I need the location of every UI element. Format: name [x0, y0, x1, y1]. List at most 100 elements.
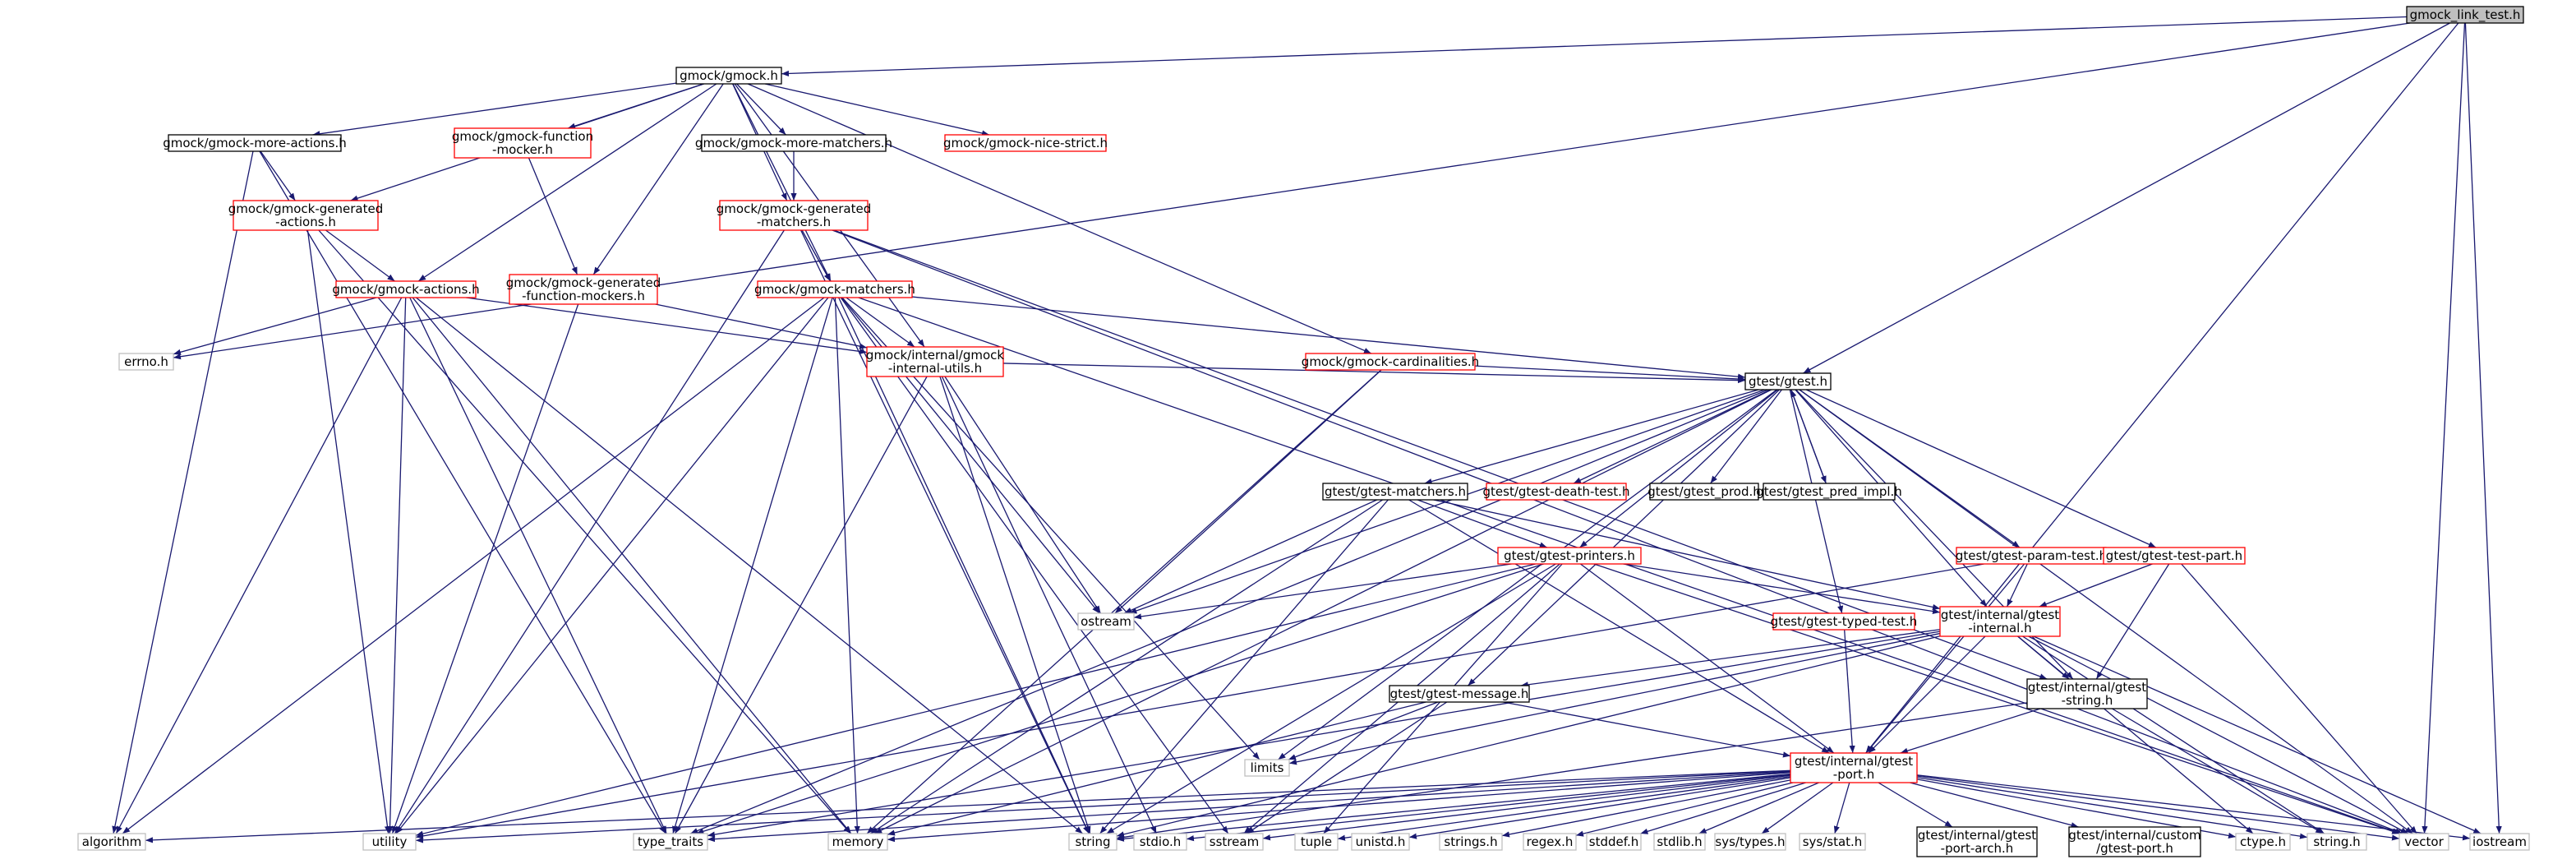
node-more_actions[interactable]: gmock/gmock-more-actions.h [163, 134, 347, 152]
edge-test_part-to-gtest_string [2095, 563, 2170, 680]
edge-actions-to-utility [386, 297, 407, 834]
node-typed_test[interactable]: gtest/gtest-typed-test.h [1771, 612, 1918, 631]
node-cardinalities[interactable]: gmock/gmock-cardinalities.h [1302, 353, 1479, 371]
node-label-line: sys/types.h [1715, 834, 1785, 849]
node-box-gtest_string [2026, 678, 2148, 709]
node-port_arch[interactable]: gtest/internal/gtest-port-arch.h [1916, 826, 2038, 857]
node-sstream[interactable]: sstream [1205, 833, 1264, 851]
edge-actions-to-internal_utils [466, 297, 868, 355]
node-sys_types[interactable]: sys/types.h [1714, 833, 1786, 851]
edge-gtest_string-to-string_h [2112, 708, 2324, 834]
node-memory[interactable]: memory [827, 833, 888, 851]
node-label-line: gtest/gtest_prod.h [1647, 484, 1761, 500]
node-label-matchers: gmock/gmock-matchers.h [754, 282, 915, 297]
node-label-line: gtest/gtest-message.h [1390, 686, 1529, 701]
node-gmock[interactable]: gmock/gmock.h [675, 67, 782, 85]
edge-gtest-to-gtest_message [1468, 389, 1780, 686]
node-root[interactable]: gmock_link_test.h [2406, 6, 2524, 24]
node-box-printers [1497, 547, 1642, 565]
node-func_mocker[interactable]: gmock/gmock-function-mocker.h [452, 127, 593, 159]
node-iostream[interactable]: iostream [2469, 833, 2530, 851]
node-strings_h[interactable]: strings.h [1439, 833, 1503, 851]
node-ostream[interactable]: ostream [1077, 612, 1135, 631]
node-test_part[interactable]: gtest/gtest-test-part.h [2103, 547, 2246, 565]
edge-root-to-gtest [1803, 22, 2450, 374]
node-box-sys_types [1714, 833, 1786, 851]
node-gen_fmockers[interactable]: gmock/gmock-generated-function-mockers.h [506, 274, 661, 305]
node-death_test[interactable]: gtest/gtest-death-test.h [1483, 483, 1630, 501]
edge-cardinalities-to-memory [866, 369, 1382, 834]
node-gtest[interactable]: gtest/gtest.h [1744, 372, 1832, 390]
node-label-algorithm: algorithm [82, 834, 141, 849]
node-label-func_mocker: gmock/gmock-function-mocker.h [452, 129, 593, 157]
node-label-line: -mocker.h [492, 142, 553, 157]
node-utility[interactable]: utility [362, 833, 417, 851]
node-actions[interactable]: gmock/gmock-actions.h [332, 280, 480, 298]
node-gtest_message[interactable]: gtest/gtest-message.h [1389, 685, 1530, 703]
node-label-custom_port: gtest/internal/custom/gtest-port.h [2068, 828, 2200, 856]
node-label-gtest_port: gtest/internal/gtest-port.h [1795, 754, 1913, 782]
node-box-errno [118, 353, 174, 371]
node-type_traits[interactable]: type_traits [633, 833, 708, 851]
node-errno[interactable]: errno.h [118, 353, 174, 371]
node-nice_strict[interactable]: gmock/gmock-nice-strict.h [943, 134, 1108, 152]
node-sys_stat[interactable]: sys/stat.h [1799, 833, 1866, 851]
node-printers[interactable]: gtest/gtest-printers.h [1497, 547, 1642, 565]
node-internal_utils[interactable]: gmock/internal/gmock-internal-utils.h [866, 346, 1004, 377]
node-string[interactable]: string [1068, 833, 1117, 851]
node-regex[interactable]: regex.h [1523, 833, 1577, 851]
node-label-line: gmock_link_test.h [2410, 7, 2521, 23]
edge-param_test-to-utility [415, 563, 1984, 839]
edge-gtest_port-to-regex [1575, 782, 1794, 837]
node-label-utility: utility [372, 834, 408, 849]
node-algorithm[interactable]: algorithm [77, 833, 146, 851]
edge-test_part-to-gtest_internal [2039, 563, 2153, 608]
edge-gtest_internal-to-type_traits [707, 631, 1941, 838]
node-gtest_string[interactable]: gtest/internal/gtest-string.h [2026, 678, 2148, 709]
node-gtest_matchers[interactable]: gtest/gtest-matchers.h [1322, 483, 1468, 501]
node-gtest_port[interactable]: gtest/internal/gtest-port.h [1790, 752, 1918, 783]
node-label-line: tuple [1301, 834, 1332, 849]
node-gtest_internal[interactable]: gtest/internal/gtest-internal.h [1939, 606, 2061, 637]
node-label-port_arch: gtest/internal/gtest-port-arch.h [1918, 828, 2036, 856]
node-matchers[interactable]: gmock/gmock-matchers.h [754, 280, 915, 298]
node-box-utility [362, 833, 417, 851]
edge-gtest_message-to-limits [1288, 701, 1439, 760]
node-box-iostream [2469, 833, 2530, 851]
node-ctype[interactable]: ctype.h [2235, 833, 2291, 851]
edge-gen_actions-to-actions [325, 229, 395, 282]
node-label-gtest_message: gtest/gtest-message.h [1390, 686, 1529, 701]
node-custom_port[interactable]: gtest/internal/custom/gtest-port.h [2068, 826, 2201, 857]
node-layer: gmock_link_test.h gmock/gmock.h gmock/gmoc… [77, 6, 2530, 857]
edge-printers-to-string [1106, 563, 1556, 834]
node-unistd[interactable]: unistd.h [1351, 833, 1410, 851]
node-label-more_matchers: gmock/gmock-more-matchers.h [695, 136, 892, 150]
node-stddef[interactable]: stddef.h [1586, 833, 1642, 851]
node-label-line: -internal.h [1968, 621, 2031, 635]
node-more_matchers[interactable]: gmock/gmock-more-matchers.h [695, 134, 892, 152]
edge-gmock-to-gen_fmockers [592, 83, 724, 275]
node-label-more_actions: gmock/gmock-more-actions.h [163, 136, 346, 150]
node-gen_actions[interactable]: gmock/gmock-generated-actions.h [228, 200, 383, 231]
node-box-gtest_prod [1649, 483, 1759, 501]
node-vector[interactable]: vector [2399, 833, 2449, 851]
node-stdio[interactable]: stdio.h [1133, 833, 1187, 851]
edge-gtest-to-typed_test [1789, 389, 1844, 614]
node-label-sys_stat: sys/stat.h [1803, 834, 1863, 849]
node-tuple[interactable]: tuple [1294, 833, 1339, 851]
node-gtest_prod[interactable]: gtest/gtest_prod.h [1647, 483, 1761, 501]
node-string_h[interactable]: string.h [2306, 833, 2367, 851]
node-param_test[interactable]: gtest/gtest-param-test.h [1956, 547, 2107, 565]
node-pred_impl[interactable]: gtest/gtest_pred_impl.h [1756, 483, 1902, 501]
edge-gtest_port-to-string [1116, 773, 1791, 842]
node-box-typed_test [1772, 612, 1915, 631]
node-label-line: -port-arch.h [1941, 841, 2014, 856]
node-label-line: -port.h [1833, 767, 1874, 782]
node-stdlib[interactable]: stdlib.h [1653, 833, 1706, 851]
node-gen_matchers[interactable]: gmock/gmock-generated-matchers.h [717, 200, 871, 231]
edge-gtest_port-to-stdio [1186, 774, 1791, 842]
node-label-sys_types: sys/types.h [1715, 834, 1785, 849]
node-label-line: gmock/gmock-matchers.h [754, 282, 915, 297]
edge-root-to-vector [2422, 22, 2466, 834]
node-limits[interactable]: limits [1244, 759, 1290, 777]
